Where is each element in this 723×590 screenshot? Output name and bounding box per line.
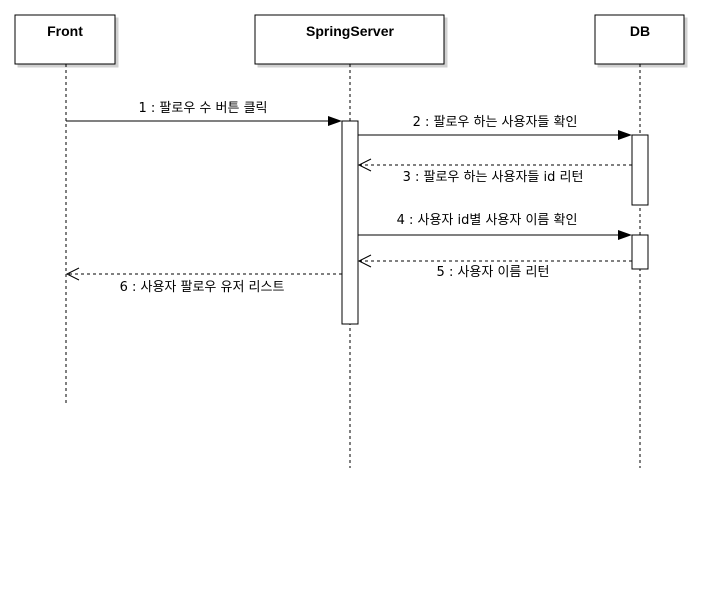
message-1-label: 1 : 팔로우 수 버튼 클릭 [139,101,268,116]
message-4: 4 : 사용자 id별 사용자 이름 확인 [358,213,632,240]
message-1: 1 : 팔로우 수 버튼 클릭 [66,101,342,126]
participant-front-label: Front [47,23,83,39]
message-6-label: 6 : 사용자 팔로우 유저 리스트 [120,280,285,295]
participant-front: Front [14,14,116,65]
message-3: 3 : 팔로우 하는 사용자들 id 리턴 [357,158,632,185]
activation-server [341,120,359,325]
message-5-label: 5 : 사용자 이름 리턴 [437,265,550,280]
activation-db-2 [631,234,649,270]
participant-server: SpringServer [254,14,445,65]
message-3-label: 3 : 팔로우 하는 사용자들 id 리턴 [403,170,584,185]
message-5: 5 : 사용자 이름 리턴 [357,254,632,280]
participant-db: DB [594,14,685,65]
activation-db-1 [631,134,649,206]
message-6: 6 : 사용자 팔로우 유저 리스트 [65,267,342,295]
message-2: 2 : 팔로우 하는 사용자들 확인 [358,115,632,140]
participant-db-label: DB [630,23,650,39]
message-4-label: 4 : 사용자 id별 사용자 이름 확인 [397,213,578,228]
participant-server-label: SpringServer [306,23,394,39]
message-2-label: 2 : 팔로우 하는 사용자들 확인 [413,115,578,130]
